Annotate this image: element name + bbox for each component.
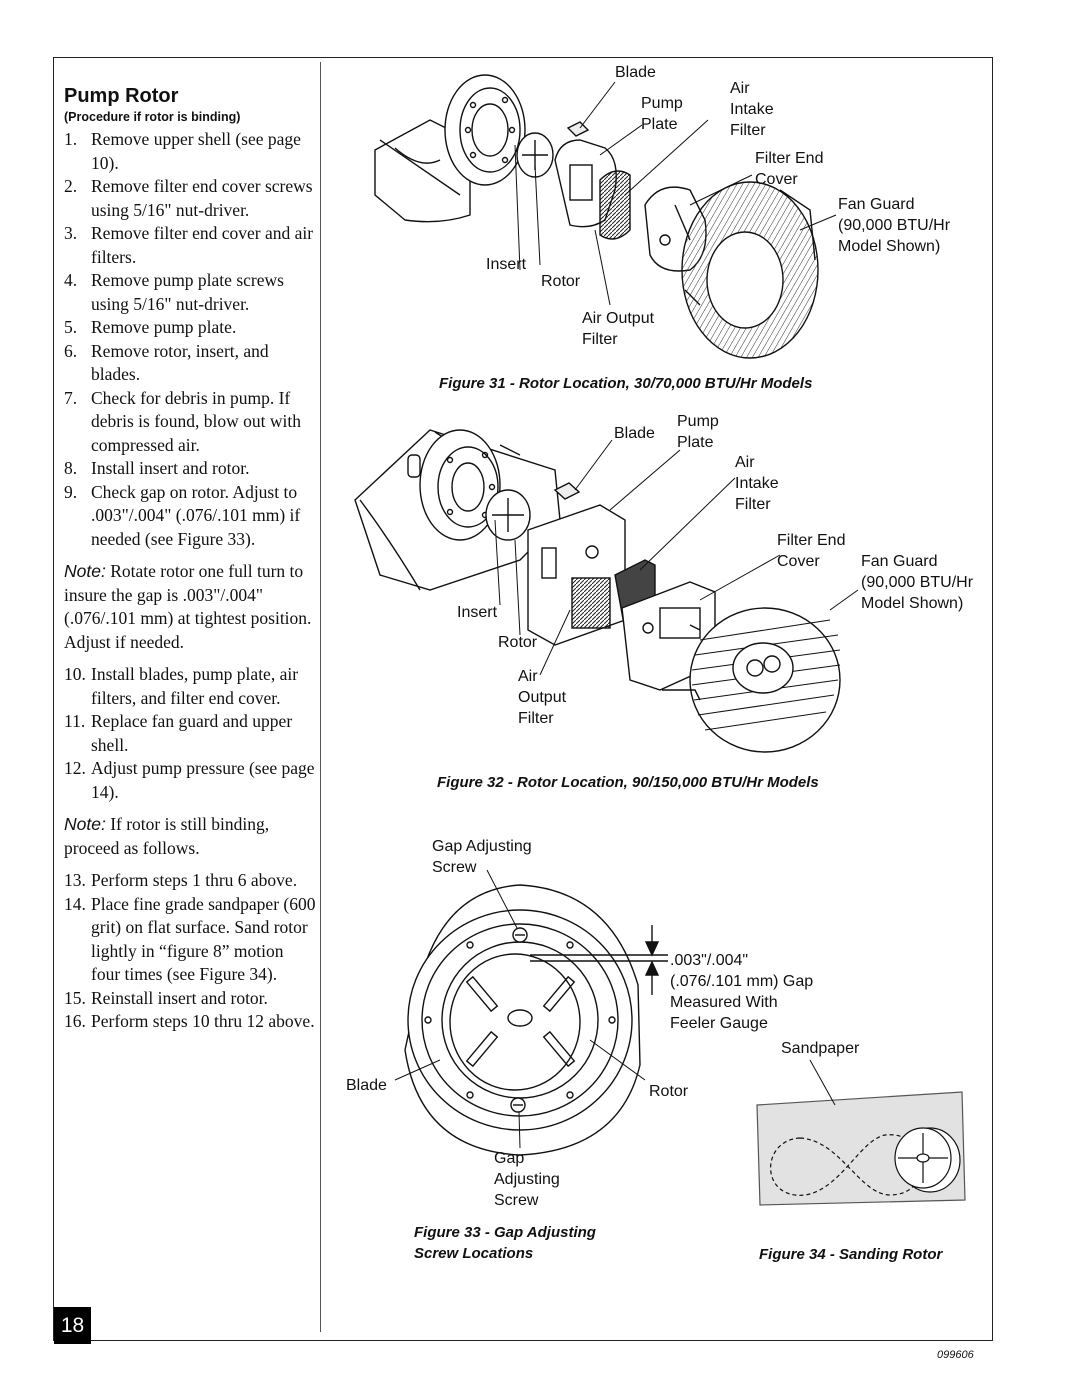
fig32-label-pump-plate: Pump Plate (677, 413, 719, 451)
step-text: Remove upper shell (see page 10). (91, 129, 301, 173)
column-divider (320, 62, 321, 1332)
step-item: 3. Remove filter end cover and air filter… (64, 222, 316, 269)
section-subtitle: (Procedure if rotor is binding) (64, 110, 241, 124)
step-text: Check gap on rotor. Adjust to .003"/.004… (91, 481, 301, 549)
step-item: 14.Place fine grade sandpaper (600 grit)… (64, 893, 316, 987)
fig33-label-gap-measure: .003"/.004" (.076/.101 mm) Gap Measured … (670, 952, 814, 1032)
step-number: 7. (64, 387, 78, 408)
step-item: 2. Remove filter end cover screws using 5… (64, 175, 316, 222)
fig32-label-air-output-filter: Air Output Filter (518, 668, 567, 727)
step-item: 10.Install blades, pump plate, air filte… (64, 663, 316, 710)
step-text: Remove rotor, insert, and blades. (91, 340, 269, 385)
steps-list-b: 10.Install blades, pump plate, air filte… (64, 663, 316, 804)
step-item: 13.Perform steps 1 thru 6 above. (64, 869, 316, 893)
fig31-caption: Figure 31 - Rotor Location, 30/70,000 BT… (439, 375, 813, 392)
fig32-label-rotor: Rotor (498, 634, 538, 651)
fig31-label-rotor: Rotor (541, 273, 581, 290)
step-item: 16.Perform steps 10 thru 12 above. (64, 1010, 316, 1034)
fig32-label-insert: Insert (457, 604, 498, 621)
step-text: Adjust pump pressure (see page 14). (91, 758, 315, 802)
fig31-label-insert: Insert (486, 256, 527, 273)
step-number: 15. (64, 987, 86, 1008)
step-number: 1. (64, 129, 78, 149)
steps-list-a: 1. Remove upper shell (see page 10). 2. Re… (64, 128, 316, 551)
step-text: Perform steps 10 thru 12 above. (91, 1011, 315, 1031)
fig32-label-air-intake-filter: Air Intake Filter (735, 454, 779, 513)
step-text: Remove pump plate screws using 5/16" nut… (91, 270, 284, 314)
step-item: 12.Adjust pump pressure (see page 14). (64, 757, 316, 804)
note-text: Rotate rotor one full turn to insure the… (64, 561, 312, 652)
step-number: 10. (64, 664, 86, 684)
step-item: 7. Check for debris in pump. If debris is… (64, 387, 316, 458)
page-frame (53, 57, 993, 1341)
fig31-label-filter-end-cover: Filter End Cover (755, 150, 824, 188)
fig32-label-fan-guard: Fan Guard (90,000 BTU/Hr Model Shown) (861, 553, 974, 612)
fig33-caption: Figure 33 - Gap Adjusting Screw Location… (414, 1224, 596, 1262)
fig31-label-fan-guard: Fan Guard (90,000 BTU/Hr Model Shown) (838, 196, 951, 255)
fig34-label-sandpaper: Sandpaper (781, 1040, 860, 1057)
fig31-label-air-output-filter: Air Output Filter (582, 310, 655, 348)
step-number: 13. (64, 870, 86, 890)
step-number: 5. (64, 317, 78, 337)
step-item: 1. Remove upper shell (see page 10). (64, 128, 316, 175)
fig32-label-blade: Blade (614, 425, 655, 442)
instructions-column: Pump Rotor (Procedure if rotor is bindin… (64, 84, 316, 1034)
fig31-label-pump-plate: Pump Plate (641, 95, 683, 133)
step-number: 16. (64, 1011, 86, 1031)
fig32-label-filter-end-cover: Filter End Cover (777, 532, 846, 570)
step-item: 8. Install insert and rotor. (64, 457, 316, 481)
step-item: 5. Remove pump plate. (64, 316, 316, 340)
step-text: Reinstall insert and rotor. (91, 987, 268, 1008)
note-label: Note: (64, 561, 106, 581)
step-number: 8. (64, 458, 78, 478)
step-text: Replace fan guard and upper shell. (91, 711, 293, 755)
step-item: 11.Replace fan guard and upper shell. (64, 710, 316, 757)
page-number: 18 (54, 1307, 91, 1344)
step-text: Install blades, pump plate, air filters,… (91, 664, 299, 708)
fig32-caption: Figure 32 - Rotor Location, 90/150,000 B… (437, 774, 819, 791)
section-title: Pump Rotor (64, 85, 179, 107)
step-text: Place fine grade sandpaper (600 grit) on… (91, 893, 316, 985)
fig31-label-blade: Blade (615, 64, 656, 81)
note-still-binding: Note: If rotor is still binding, proceed… (64, 813, 316, 860)
fig33-label-blade: Blade (346, 1077, 387, 1094)
step-item: 4. Remove pump plate screws using 5/16" n… (64, 269, 316, 316)
note-text: If rotor is still binding, proceed as fo… (64, 814, 270, 858)
step-text: Remove filter end cover screws using 5/1… (91, 176, 313, 220)
step-number: 11. (64, 711, 86, 731)
step-text: Remove pump plate. (91, 317, 237, 337)
step-text: Check for debris in pump. If debris is f… (91, 387, 301, 455)
step-number: 9. (64, 481, 78, 502)
steps-list-c: 13.Perform steps 1 thru 6 above. 14.Plac… (64, 869, 316, 1034)
step-number: 6. (64, 340, 78, 361)
step-number: 14. (64, 893, 86, 914)
step-number: 4. (64, 270, 78, 290)
fig31-label-air-intake-filter: Air Intake Filter (730, 80, 774, 139)
fig33-label-gap-screw-bottom: Gap Adjusting Screw (494, 1150, 560, 1209)
step-item: 9. Check gap on rotor. Adjust to .003"/.0… (64, 481, 316, 552)
step-item: 6. Remove rotor, insert, and blades. (64, 340, 316, 387)
step-item: 15.Reinstall insert and rotor. (64, 987, 316, 1011)
step-text: Remove filter end cover and air filters. (91, 223, 314, 267)
step-text: Perform steps 1 thru 6 above. (91, 870, 298, 890)
note-rotate-rotor: Note: Rotate rotor one full turn to insu… (64, 560, 316, 654)
document-id: 099606 (937, 1349, 974, 1361)
fig34-caption: Figure 34 - Sanding Rotor (759, 1246, 943, 1263)
note-label: Note: (64, 814, 106, 834)
step-text: Install insert and rotor. (91, 458, 250, 478)
fig33-label-gap-screw-top: Gap Adjusting Screw (432, 838, 532, 876)
step-number: 2. (64, 176, 78, 196)
fig33-label-rotor: Rotor (649, 1083, 689, 1100)
step-number: 12. (64, 758, 86, 778)
step-number: 3. (64, 223, 78, 243)
